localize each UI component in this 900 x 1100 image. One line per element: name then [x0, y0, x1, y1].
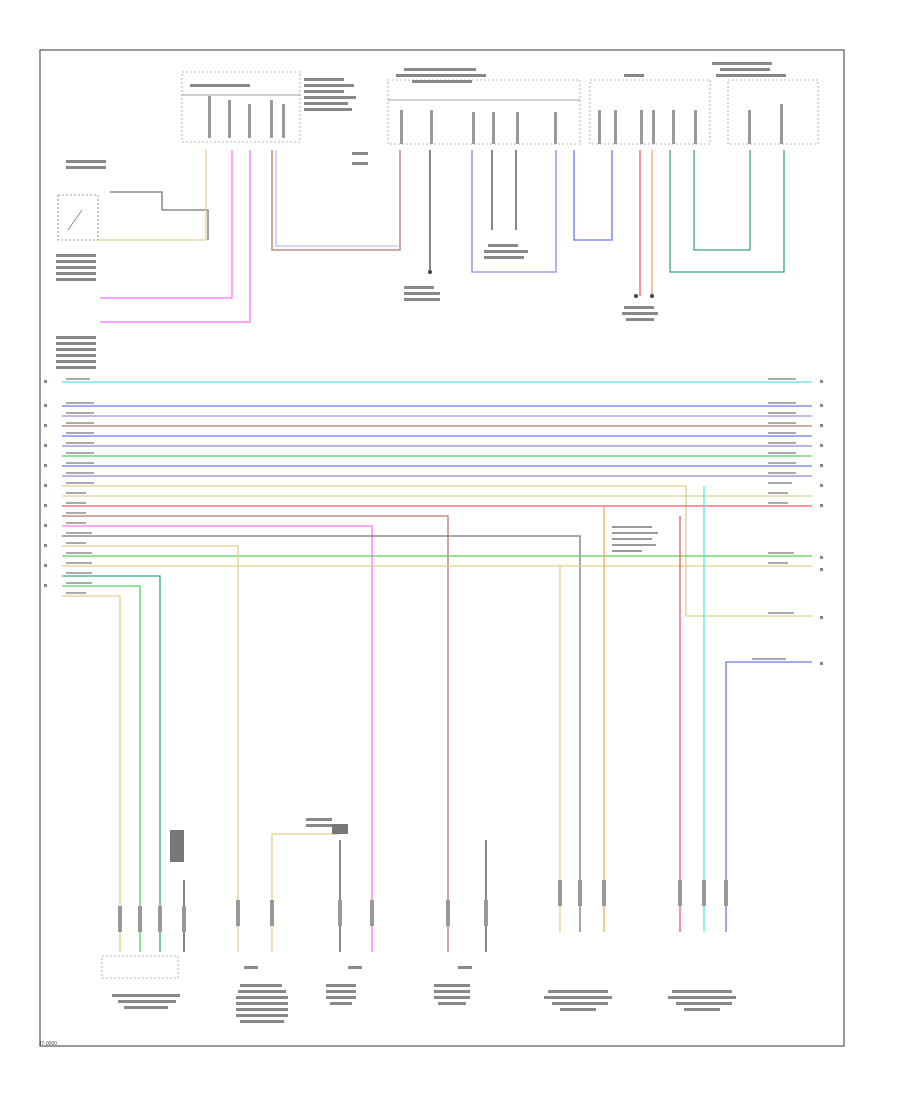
horizontal-bus	[62, 381, 812, 952]
bus-branches	[62, 486, 812, 952]
center-right-note	[612, 526, 658, 552]
bottom-connector-marks	[118, 880, 728, 932]
bus-pin-markers-right	[820, 380, 823, 665]
top-connector-right	[589, 79, 819, 145]
bus-wire-labels	[66, 378, 796, 660]
top-label-marks	[190, 62, 786, 111]
sensor-left	[101, 955, 179, 979]
top-wires	[96, 150, 785, 323]
bottom-labels	[112, 818, 736, 1023]
switch-left	[57, 194, 99, 241]
sensor-plug-icons	[170, 824, 348, 862]
diagram-code: I7-0000	[40, 1041, 57, 1047]
diagram-frame	[39, 49, 845, 1047]
sensor-symbols	[244, 966, 472, 969]
top-connector-center	[387, 79, 581, 145]
top-connector-left	[181, 71, 301, 143]
top-mid-notes	[352, 152, 658, 321]
left-side-labels	[56, 160, 106, 369]
top-pin-labels	[208, 96, 783, 144]
ground-points-top	[428, 270, 654, 298]
bus-pin-markers-left	[44, 380, 47, 587]
